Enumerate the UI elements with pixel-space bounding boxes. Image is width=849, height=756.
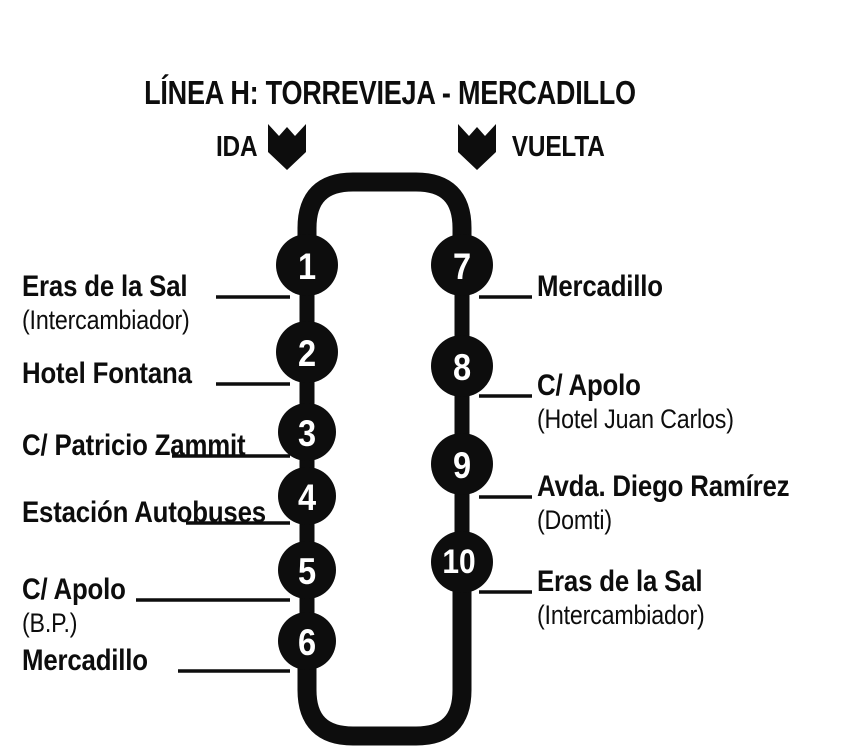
stop-sub-8: (Hotel Juan Carlos) (537, 404, 734, 434)
direction-return-label: VUELTA (511, 130, 605, 163)
chevron-down-icon (458, 124, 496, 170)
stop-name-3: C/ Patricio Zammit (22, 429, 246, 462)
station-marker-10[interactable] (431, 531, 493, 593)
loop-bottom-connector (297, 588, 472, 746)
station-marker-4[interactable] (278, 467, 336, 525)
stop-name-4: Estación Autobuses (22, 496, 266, 529)
stop-sub-10: (Intercambiador) (537, 600, 705, 630)
stop-name-6: Mercadillo (22, 644, 148, 677)
station-marker-6[interactable] (278, 612, 336, 670)
stop-label-10[interactable]: Eras de la Sal (Intercambiador) (537, 565, 732, 630)
stop-label-1[interactable]: Eras de la Sal (Intercambiador) (22, 270, 217, 335)
stop-label-4[interactable]: Estación Autobuses (22, 498, 306, 528)
stop-name-5: C/ Apolo (22, 573, 126, 606)
station-marker-8[interactable] (431, 335, 493, 397)
direction-return: VUELTA (458, 124, 614, 170)
stop-label-2[interactable]: Hotel Fontana (22, 359, 219, 389)
direction-outbound-label: IDA (215, 130, 258, 163)
station-marker-1[interactable] (276, 234, 338, 296)
stop-name-9: Avda. Diego Ramírez (537, 470, 790, 503)
stop-name-7: Mercadillo (537, 270, 663, 303)
stop-name-8: C/ Apolo (537, 369, 641, 402)
loop-top-connector (297, 172, 472, 268)
station-marker-9[interactable] (431, 433, 493, 495)
chevron-down-icon (268, 124, 307, 170)
stop-label-9[interactable]: Avda. Diego Ramírez (Domti) (537, 470, 831, 535)
stop-label-5[interactable]: C/ Apolo (B.P.) (22, 573, 143, 638)
stop-sub-9: (Domti) (537, 505, 612, 535)
stop-label-6[interactable]: Mercadillo (22, 646, 168, 676)
stop-label-3[interactable]: C/ Patricio Zammit (22, 431, 282, 461)
stop-name-1: Eras de la Sal (22, 270, 188, 303)
page-title: LÍNEA H: TORREVIEJA - MERCADILLO (144, 74, 636, 111)
station-marker-3[interactable] (278, 403, 336, 461)
station-marker-7[interactable] (431, 234, 493, 296)
stop-sub-1: (Intercambiador) (22, 305, 190, 335)
stop-sub-5: (B.P.) (22, 608, 78, 638)
station-marker-5[interactable] (278, 541, 336, 599)
stop-name-2: Hotel Fontana (22, 357, 192, 390)
direction-outbound: IDA (212, 124, 307, 170)
stop-name-10: Eras de la Sal (537, 565, 703, 598)
station-marker-2[interactable] (276, 321, 338, 383)
stop-label-8[interactable]: C/ Apolo (Hotel Juan Carlos) (537, 369, 766, 434)
stop-label-7[interactable]: Mercadillo (537, 272, 683, 302)
